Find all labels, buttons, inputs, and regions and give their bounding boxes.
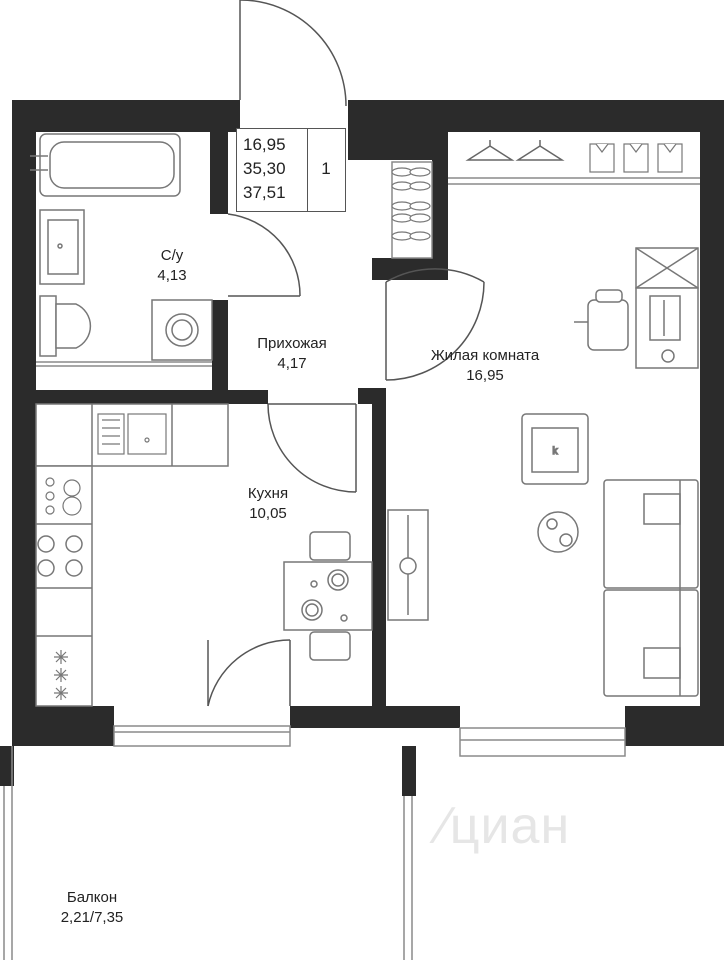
cian-watermark: ⁄циан bbox=[440, 796, 570, 856]
svg-text:k: k bbox=[553, 446, 559, 457]
apartment-info-box: 16,95 35,30 37,51 1 bbox=[236, 128, 346, 212]
hallway-label: Прихожая 4,17 bbox=[240, 334, 344, 374]
fridge-icon bbox=[54, 650, 68, 700]
kitchen-label: Кухня 10,05 bbox=[224, 484, 312, 524]
total-area-value: 37,51 bbox=[243, 183, 286, 202]
stove-icon bbox=[37, 535, 83, 577]
bathroom-name: С/у bbox=[160, 247, 184, 264]
dining-table-icon bbox=[283, 531, 373, 661]
watermark-text: циан bbox=[449, 797, 571, 855]
tv-icon bbox=[387, 509, 429, 621]
armchair-icon: k bbox=[521, 413, 589, 485]
walls bbox=[0, 100, 724, 796]
washing-machine-icon bbox=[151, 299, 213, 361]
hanger-icon bbox=[465, 140, 565, 161]
kettle-icon bbox=[45, 477, 82, 516]
thin-lines bbox=[3, 161, 700, 960]
hallway-name: Прихожая bbox=[257, 335, 327, 352]
coffee-table-icon bbox=[537, 511, 579, 553]
bathroom-label: С/у 4,13 bbox=[130, 246, 214, 286]
rooms-count: 1 bbox=[321, 159, 331, 178]
balcony-area: 2,21/7,35 bbox=[60, 909, 124, 926]
balcony-name: Балкон bbox=[66, 889, 118, 906]
sofa-icon bbox=[603, 479, 699, 697]
area-figures: 16,95 35,30 37,51 bbox=[243, 133, 286, 205]
folded-clothes-icon bbox=[589, 143, 683, 173]
living-area-value: 16,95 bbox=[243, 135, 286, 154]
doors bbox=[207, 0, 485, 707]
area-without-balcony-value: 35,30 bbox=[243, 159, 286, 178]
living-room-name: Жилая комната bbox=[430, 347, 540, 364]
cian-logo-icon: ⁄ bbox=[440, 797, 450, 855]
kitchen-area: 10,05 bbox=[249, 505, 287, 522]
bathtub-icon bbox=[30, 133, 181, 197]
info-divider bbox=[307, 129, 308, 211]
hallway-area: 4,17 bbox=[277, 355, 307, 372]
kitchen-sink-icon bbox=[97, 413, 167, 455]
chair-icon bbox=[574, 289, 629, 351]
kitchen-name: Кухня bbox=[247, 485, 289, 502]
living-room-area: 16,95 bbox=[466, 367, 504, 384]
bathroom-area: 4,13 bbox=[157, 267, 187, 284]
desk-icon bbox=[635, 247, 699, 369]
sink-icon bbox=[39, 209, 85, 285]
living-room-label: Жилая комната 16,95 bbox=[412, 346, 558, 386]
shoes-icon bbox=[391, 167, 431, 241]
balcony-label: Балкон 2,21/7,35 bbox=[44, 888, 140, 928]
toilet-icon bbox=[39, 295, 92, 357]
